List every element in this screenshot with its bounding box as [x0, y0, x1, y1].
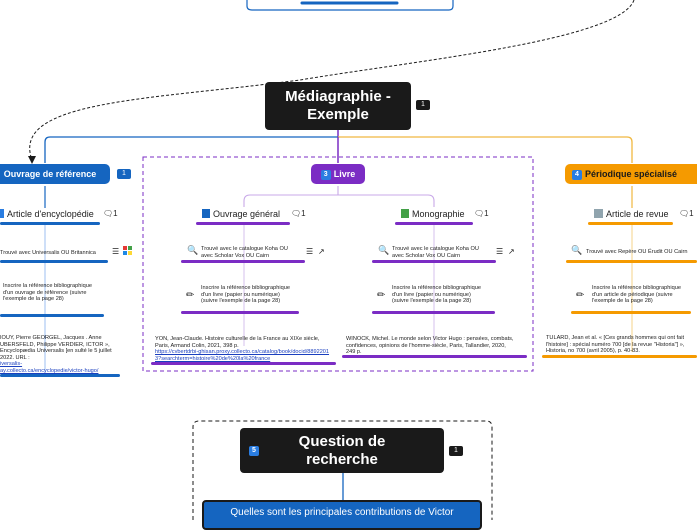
- question-title: Question de recherche: [298, 433, 386, 468]
- pencil-icon: ✏: [576, 290, 585, 301]
- mono-found: Trouvé avec le catalogue Koha OU avec Sc…: [392, 246, 479, 259]
- general-link[interactable]: https://cvbertdrbi-ghisan.proxy.collecto…: [155, 349, 330, 362]
- revue-comment-icon[interactable]: 🗨1: [679, 209, 694, 218]
- underline: [181, 311, 299, 314]
- reference-link-2[interactable]: ay.collecto.ca/encyclopedie/victor-hugo/: [0, 367, 99, 374]
- external-link-icon[interactable]: ↗: [508, 247, 515, 256]
- underline: [151, 362, 336, 365]
- question-answer[interactable]: Quelles sont les principales contributio…: [202, 500, 482, 530]
- book-icon: [202, 209, 210, 218]
- number-3-icon: 3: [320, 170, 331, 180]
- periodique-found: Trouvé avec Repère OU Érudit OU Cairn: [586, 249, 688, 255]
- underline: [566, 260, 697, 263]
- pencil-icon: ✏: [377, 290, 386, 301]
- general-comment-icon[interactable]: 🗨1: [291, 209, 306, 218]
- underline: [0, 314, 104, 317]
- magnifier-icon: 🔍: [187, 245, 199, 255]
- reference-comment-icon[interactable]: 1: [117, 169, 131, 179]
- periodique-instructions: Inscrire la référence bibliographique d'…: [592, 285, 681, 305]
- mono-instructions: Inscrire la référence bibliographique d'…: [392, 285, 481, 305]
- general-found: Trouvé avec le catalogue Koha OU avec Sc…: [201, 246, 288, 259]
- pencil-icon: ✏: [186, 290, 195, 301]
- question-answer-text: Quelles sont les principales contributio…: [230, 507, 454, 518]
- underline: [372, 311, 495, 314]
- list-icon: ☰: [496, 247, 504, 256]
- topic-monographie[interactable]: Monographie: [401, 209, 465, 219]
- branch-reference-title: Ouvrage de référence: [3, 169, 97, 179]
- number-4-icon: 4: [572, 170, 582, 180]
- central-topic-title: Médiagraphie - Exemple: [285, 88, 391, 123]
- encyclopedie-comment-icon[interactable]: 🗨1: [103, 209, 118, 218]
- reference-found: Trouvé avec Universalis OU Britannica: [0, 250, 96, 256]
- underline: [542, 355, 697, 358]
- topic-encyclopedie[interactable]: Article d'encyclopédie: [0, 209, 94, 219]
- reference-citation: IOUY, Pierre GEORGEL, Jacques . Anne UBE…: [0, 335, 112, 374]
- topic-ouvrage-general[interactable]: Ouvrage général: [202, 209, 280, 219]
- branch-livre-title: Livre: [333, 169, 356, 179]
- app-grid-icon: [123, 246, 133, 256]
- central-comment-icon[interactable]: 1: [416, 100, 430, 110]
- number-5-icon: 5: [249, 446, 259, 456]
- underline: [0, 222, 100, 225]
- underline: [571, 311, 691, 314]
- reference-link-1[interactable]: iversalis-: [0, 361, 23, 368]
- journal-icon: [594, 209, 603, 218]
- central-topic[interactable]: Médiagraphie - Exemple: [265, 82, 411, 130]
- magnifier-icon: 🔍: [378, 245, 390, 255]
- underline: [588, 222, 673, 225]
- book-icon: [401, 209, 409, 218]
- branch-reference[interactable]: Ouvrage de référence: [0, 164, 110, 184]
- list-icon: ☰: [306, 247, 314, 256]
- topic-article-revue[interactable]: Article de revue: [594, 209, 669, 219]
- question-comment-icon[interactable]: 1: [449, 446, 463, 456]
- periodique-citation: TULARD, Jean et al. « [Ces grands hommes…: [546, 335, 685, 355]
- question-topic[interactable]: 5 Question de recherche: [240, 428, 444, 473]
- underline: [372, 260, 496, 263]
- branch-periodique-title: Périodique spécialisé: [585, 169, 678, 179]
- underline: [181, 260, 305, 263]
- underline: [395, 222, 473, 225]
- mono-comment-icon[interactable]: 🗨1: [474, 209, 489, 218]
- general-citation: YON, Jean-Claude. Histoire culturelle de…: [155, 336, 330, 362]
- underline: [0, 374, 120, 377]
- external-link-icon[interactable]: ↗: [318, 247, 325, 256]
- mono-citation: WINOCK, Michel. Le monde selon Victor Hu…: [346, 336, 514, 356]
- underline: [196, 222, 290, 225]
- encyclopedia-icon: [0, 209, 4, 218]
- underline: [342, 355, 527, 358]
- reference-instructions: Inscrire la référence bibliographique d'…: [3, 283, 92, 303]
- underline: [0, 260, 108, 263]
- magnifier-icon: 🔍: [571, 245, 583, 255]
- general-instructions: Inscrire la référence bibliographique d'…: [201, 285, 290, 305]
- list-icon: ☰: [112, 247, 120, 256]
